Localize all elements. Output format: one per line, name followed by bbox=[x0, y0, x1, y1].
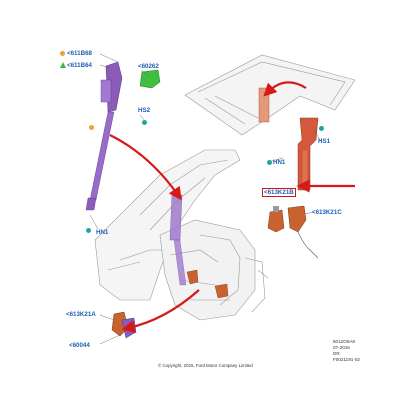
seat-buckle-center bbox=[186, 269, 229, 299]
leader-lines bbox=[89, 53, 321, 345]
label-613k21c: <613K21C bbox=[312, 209, 342, 216]
clip-part-60262 bbox=[139, 69, 161, 89]
orange-marker-icon bbox=[60, 51, 65, 56]
copyright-notice: © Copyright, 2015, Ford Motor Company Li… bbox=[158, 363, 253, 368]
teal-connector-icon-3 bbox=[319, 126, 324, 131]
reference-line-2: 07-2015 bbox=[333, 345, 350, 350]
rear-seat bbox=[159, 219, 269, 321]
label-hs2: HS2 bbox=[138, 107, 151, 114]
label-611b64: <611B64 bbox=[67, 62, 92, 69]
reference-block: 5012O0A8 07-2015 DR F0021191-02 bbox=[333, 339, 360, 363]
buckle-613k21b bbox=[267, 206, 285, 233]
label-60262: <60262 bbox=[138, 63, 159, 70]
reference-line-1: 5012O0A8 bbox=[333, 339, 355, 344]
reference-line-3: DR bbox=[333, 351, 340, 356]
left-belt-assembly bbox=[85, 61, 187, 286]
label-60044: <60044 bbox=[69, 342, 90, 349]
right-belt-assembly bbox=[258, 87, 319, 191]
label-611b68: <611B68 bbox=[67, 50, 92, 57]
teal-connector-icon-2 bbox=[86, 228, 91, 233]
label-613k21b: <613K21B bbox=[262, 188, 296, 197]
reference-line-4: F0021191-02 bbox=[333, 357, 360, 362]
orange-marker-icon-2 bbox=[89, 125, 94, 130]
roof-panel bbox=[184, 54, 356, 136]
buckle-613k21c bbox=[287, 205, 319, 259]
label-hn1-right: HN1 bbox=[273, 159, 286, 166]
green-triangle-icon bbox=[60, 62, 66, 68]
teal-connector-icon bbox=[142, 120, 147, 125]
label-613k21a: <613K21A bbox=[66, 311, 96, 318]
label-hs1: HS1 bbox=[318, 138, 331, 145]
callout-arrows bbox=[109, 81, 355, 334]
teal-connector-icon-4 bbox=[267, 160, 272, 165]
label-hn1-left: HN1 bbox=[96, 229, 109, 236]
